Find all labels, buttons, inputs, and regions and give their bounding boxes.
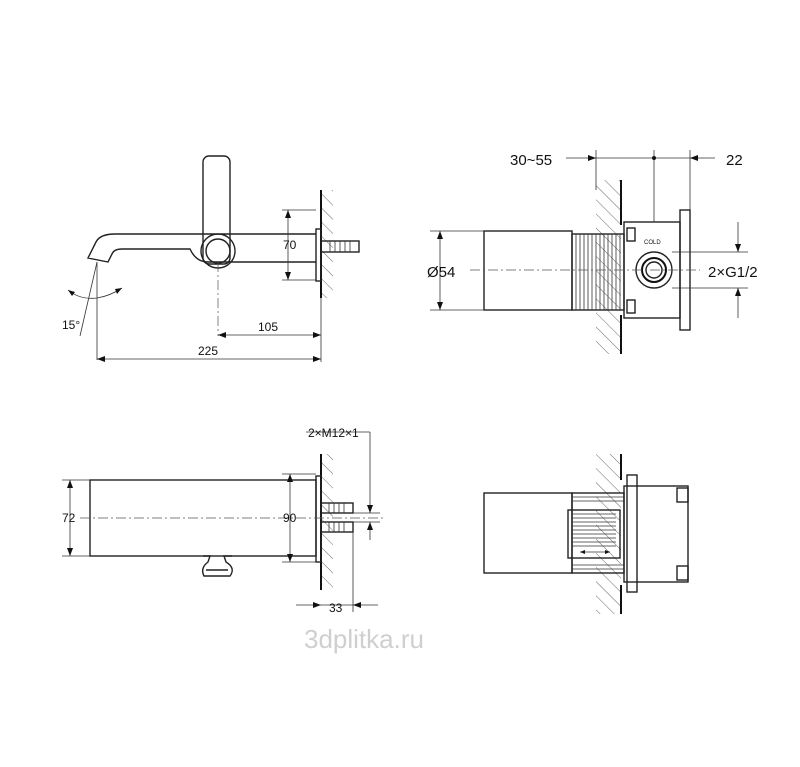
label-cold: COLD [644,240,661,246]
watermark: 3dplitka.ru [304,624,424,654]
dim-inlet-thread: 2×G1/2 [708,264,758,281]
dim-side-height: 70 [283,238,297,252]
dim-stud-length: 33 [329,601,343,615]
dim-wall-range: 30~55 [510,152,552,169]
rough-in-top-view [483,454,689,614]
rough-in-side-view: COLD 30~55 22 Ø54 2×G1/2 [427,150,758,354]
dim-spout-angle: 15° [62,318,80,332]
dim-plate-thickness: 22 [726,152,743,169]
side-view: 15° 70 105 225 [62,155,360,362]
dim-total-length: 225 [198,344,218,358]
dim-top-height: 72 [62,511,76,525]
dim-rosette-diameter: Ø54 [427,264,455,281]
dim-stud-spacing: 90 [283,511,297,525]
top-view: 72 90 2×M12×1 33 [62,426,385,615]
dim-stud-thread: 2×M12×1 [308,426,359,440]
wall-section [321,190,333,298]
dim-spout-reach: 105 [258,320,278,334]
